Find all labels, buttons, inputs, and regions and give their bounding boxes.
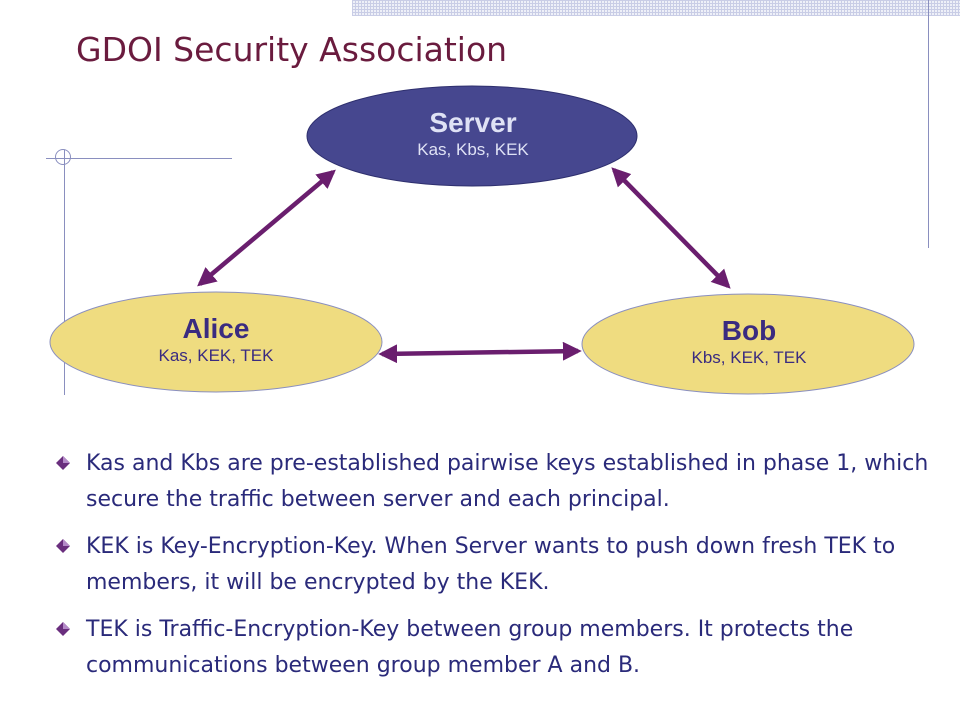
decorative-grid-band: [352, 0, 960, 16]
decorative-crosshair-circle: [55, 149, 71, 165]
alice-name: Alice: [182, 313, 250, 344]
server-keys: Kas, Kbs, KEK: [417, 140, 529, 159]
list-item: KEK is Key-Encryption-Key. When Server w…: [52, 529, 932, 601]
list-item: TEK is Traffic-Encryption-Key between gr…: [52, 612, 932, 684]
diamond-bullet-icon: [56, 539, 70, 553]
bob-node: [581, 293, 915, 395]
server-bob-arrow: [611, 167, 731, 289]
diamond-bullet-icon: [56, 622, 70, 636]
alice-keys: Kas, KEK, TEK: [158, 346, 274, 365]
bob-label: Bob Kbs, KEK, TEK: [584, 315, 914, 369]
list-item: Kas and Kbs are pre-established pairwise…: [52, 446, 932, 518]
decorative-crosshair-horizontal: [46, 158, 232, 159]
bullet-text: Kas and Kbs are pre-established pairwise…: [86, 451, 929, 512]
server-node: [306, 85, 638, 187]
bullet-text: KEK is Key-Encryption-Key. When Server w…: [86, 534, 896, 595]
server-label: Server Kas, Kbs, KEK: [308, 107, 638, 161]
slide-title: GDOI Security Association: [76, 30, 508, 69]
bullet-text: TEK is Traffic-Encryption-Key between gr…: [86, 617, 854, 678]
decorative-vertical-line: [928, 0, 929, 248]
bob-keys: Kbs, KEK, TEK: [691, 348, 807, 367]
server-alice-arrow: [197, 169, 336, 287]
bullet-list: Kas and Kbs are pre-established pairwise…: [52, 446, 932, 695]
alice-bob-arrow: [378, 341, 582, 364]
alice-label: Alice Kas, KEK, TEK: [50, 313, 382, 367]
diamond-bullet-icon: [56, 456, 70, 470]
bob-name: Bob: [721, 315, 777, 346]
decorative-crosshair-vertical: [64, 150, 65, 395]
server-name: Server: [429, 107, 517, 138]
